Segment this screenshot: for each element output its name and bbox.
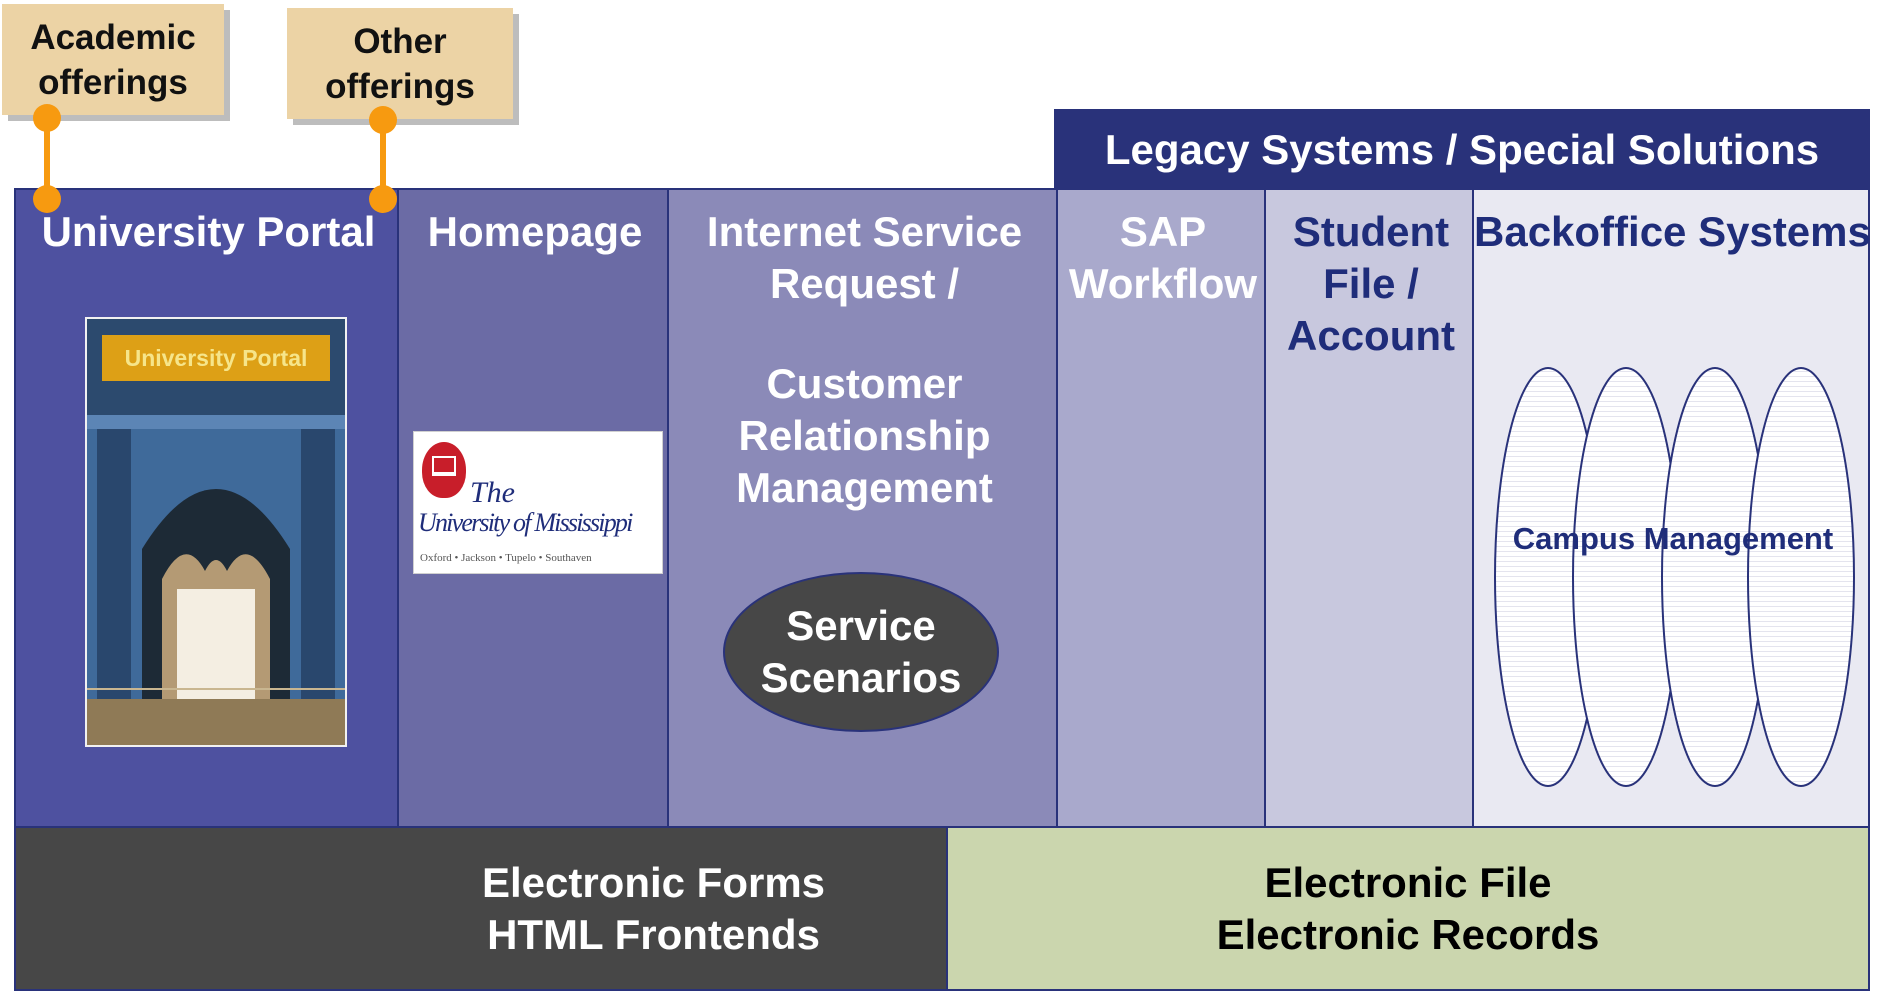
other-offerings-note: Other offerings xyxy=(287,8,513,119)
legacy-systems-header: Legacy Systems / Special Solutions xyxy=(1054,109,1870,190)
portal-archway-picture xyxy=(87,319,345,745)
sap-workflow-column: SAP Workflow xyxy=(1056,188,1266,828)
campus-management-ellipses xyxy=(1494,367,1855,787)
academic-connector-top-dot xyxy=(33,104,61,132)
other-connector-top-dot xyxy=(369,106,397,134)
student-file-column: Student File / Account xyxy=(1264,188,1474,828)
backoffice-title: Backoffice Systems xyxy=(1474,208,1871,255)
logo-campuses-text: Oxford • Jackson • Tupelo • Southaven xyxy=(420,552,592,564)
internet-service-column: Internet Service Request / Customer Rela… xyxy=(667,188,1058,828)
portal-photo: University Portal xyxy=(85,317,347,747)
homepage-column: Homepage The University of Mississippi O… xyxy=(397,188,669,828)
legacy-systems-title: Legacy Systems / Special Solutions xyxy=(1104,125,1820,173)
academic-offerings-line1: Academic xyxy=(30,17,196,57)
campus-management-label: Campus Management xyxy=(1512,521,1834,556)
internet-service-title: Internet Service Request / xyxy=(706,208,1023,307)
student-file-title: Student File / Account xyxy=(1287,208,1455,359)
logo-name-text: University of Mississippi xyxy=(418,508,633,537)
academic-offerings-line2: offerings xyxy=(38,62,188,102)
homepage-title: Homepage xyxy=(427,208,643,255)
logo-the-text: The xyxy=(470,476,515,509)
electronic-forms-bar: Electronic Forms HTML Frontends xyxy=(14,826,948,991)
academic-connector-line xyxy=(44,118,50,198)
other-connector-line xyxy=(380,120,386,198)
university-seal-icon xyxy=(422,442,466,498)
other-offerings-line2: offerings xyxy=(325,66,475,106)
academic-connector-bottom-dot xyxy=(33,185,61,213)
backoffice-column: Backoffice Systems Campus Management xyxy=(1472,188,1871,828)
electronic-file-bar: Electronic File Electronic Records xyxy=(946,826,1870,991)
portal-photo-label: University Portal xyxy=(102,335,330,381)
other-offerings-line1: Other xyxy=(353,21,447,61)
sap-workflow-title: SAP Workflow xyxy=(1068,208,1258,307)
academic-offerings-note: Academic offerings xyxy=(2,4,224,115)
module-ellipse-4 xyxy=(1747,367,1855,787)
service-scenarios-ellipse: Service Scenarios xyxy=(723,572,999,732)
crm-title: Customer Relationship Management xyxy=(736,360,993,511)
university-portal-column: University Portal University Portal xyxy=(14,188,399,828)
university-portal-title: University Portal xyxy=(41,208,376,255)
university-logo: The University of Mississippi Oxford • J… xyxy=(413,431,663,574)
other-connector-bottom-dot xyxy=(369,185,397,213)
